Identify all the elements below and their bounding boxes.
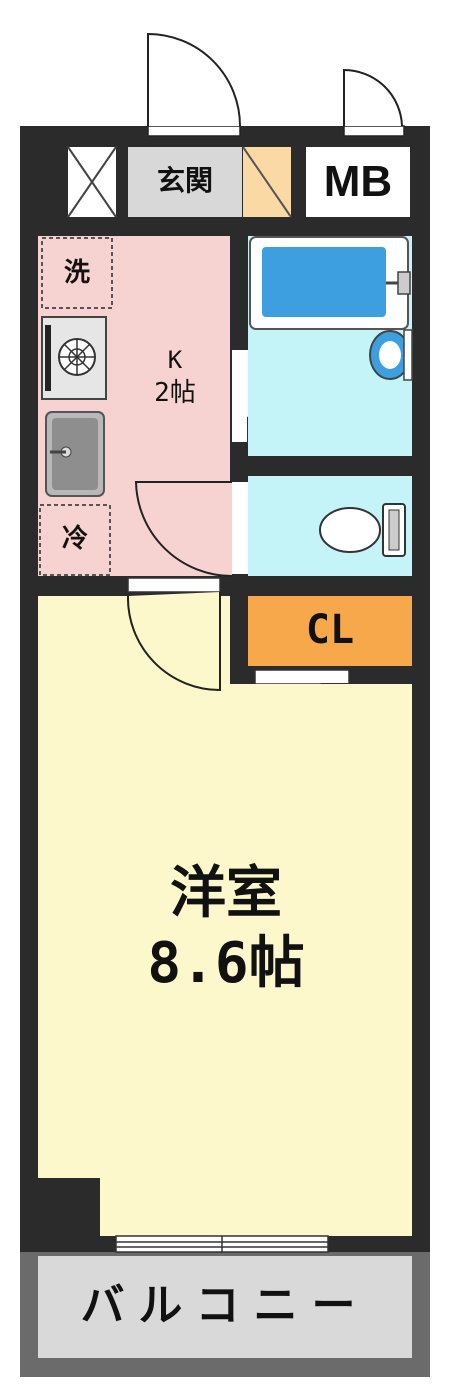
- western-room-name-label: 洋室: [170, 861, 282, 926]
- washbasin-counter: [403, 329, 413, 381]
- balcony[interactable]: [38, 1256, 412, 1358]
- mb-label: MB: [323, 157, 393, 206]
- kitchen-door-swing[interactable]: [134, 481, 233, 577]
- kitchen-size-label: 2帖: [154, 378, 196, 408]
- burner-spoke-d: [63, 343, 91, 371]
- shower-tap-icon: [397, 271, 411, 295]
- mb-door-swing[interactable]: [343, 68, 403, 127]
- mb-door-opening: [343, 125, 405, 137]
- genkan-x-line-b: [67, 146, 117, 218]
- genkan[interactable]: [128, 147, 242, 217]
- washbasin-inner: [379, 341, 401, 369]
- closet-door-track: [254, 669, 350, 685]
- room-door-opening: [127, 577, 221, 593]
- closet-label: CL: [305, 607, 355, 653]
- washer-spot: [41, 237, 113, 309]
- fridge-label: 冷: [61, 524, 88, 554]
- entrance-door-opening: [147, 125, 241, 137]
- toilet-door-jamb: [232, 482, 248, 574]
- kitchen-sink-basin: [52, 418, 98, 490]
- genkan-label: 玄関: [156, 164, 213, 197]
- mb-box[interactable]: [306, 147, 410, 217]
- bath-door-jamb: [232, 350, 248, 442]
- toilet-tank-inner: [388, 509, 400, 551]
- shoe-box-diagonal: [242, 146, 292, 218]
- western-room[interactable]: [38, 596, 412, 1236]
- entrance-door-swing[interactable]: [147, 32, 241, 127]
- balcony-label: バルコニー: [80, 1280, 370, 1331]
- toilet-icon: [319, 507, 381, 553]
- room-door-swing[interactable]: [126, 592, 221, 692]
- stove-knob-bar: [45, 325, 51, 391]
- closet[interactable]: [248, 596, 412, 666]
- bathtub-water: [262, 247, 386, 317]
- kitchen-name-label: K: [167, 346, 183, 374]
- fridge-spot: [39, 504, 111, 576]
- washer-label: 洗: [63, 258, 90, 288]
- western-room-size-label: 8.6帖: [147, 931, 305, 996]
